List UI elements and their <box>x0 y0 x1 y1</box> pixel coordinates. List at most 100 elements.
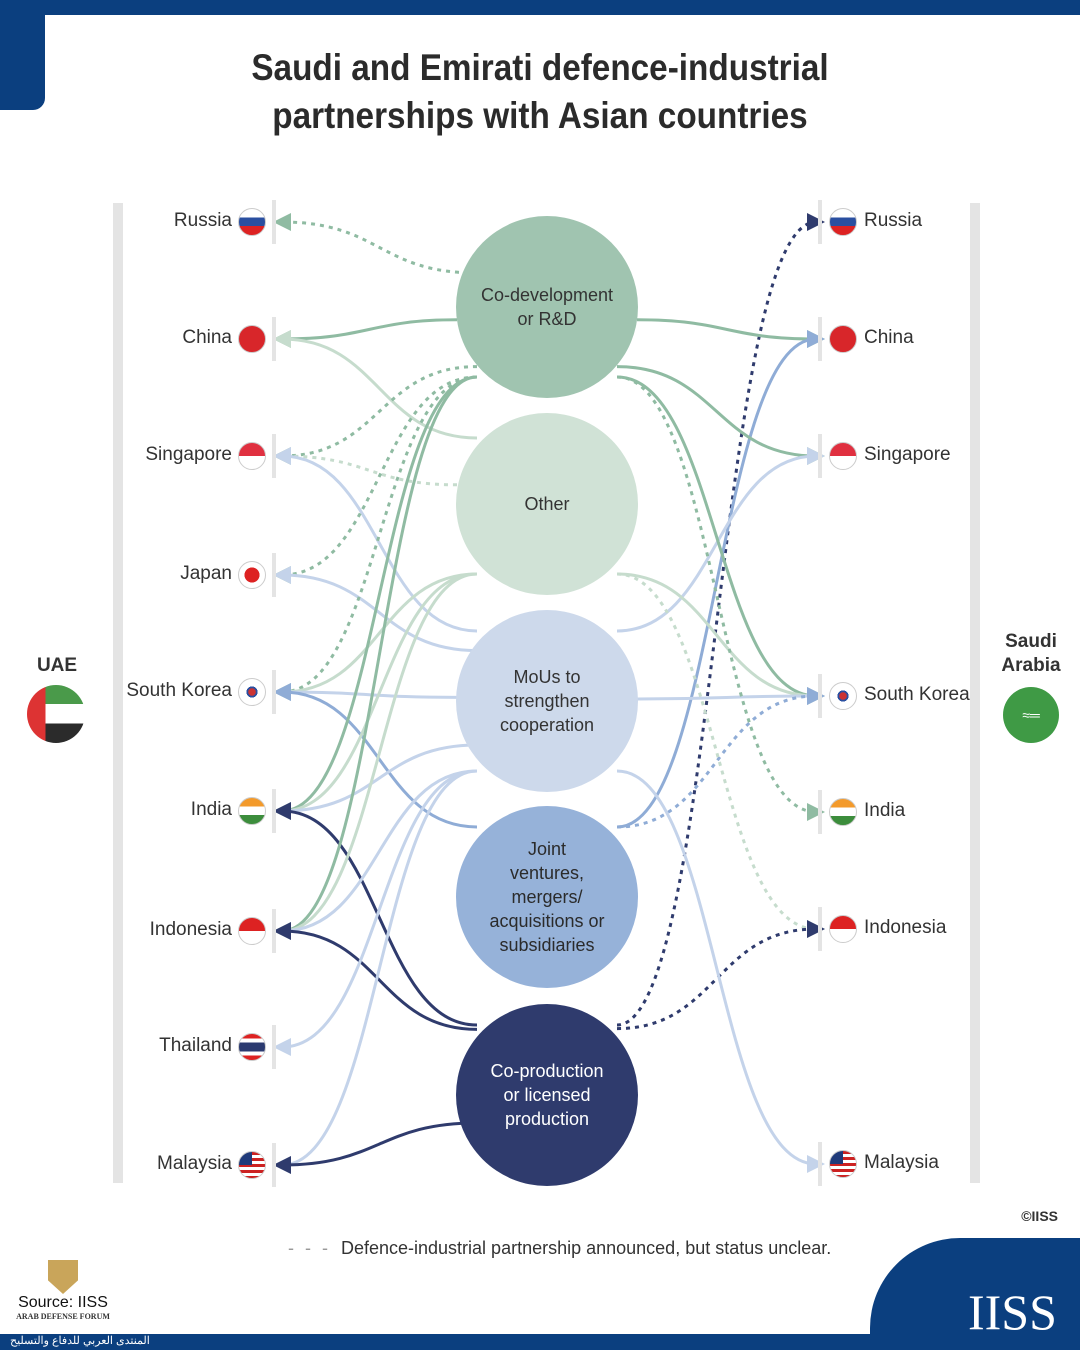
uae-singapore-label: Singapore <box>145 444 232 465</box>
uae-mous-india-link <box>273 743 478 820</box>
connector-bar <box>818 317 822 361</box>
india-flag-icon <box>829 798 857 826</box>
node-mous: MoUs to strengthen cooperation <box>456 610 638 792</box>
singapore-flag-icon <box>238 442 266 470</box>
saudi-jv-south-korea-link <box>616 687 825 829</box>
forum-name: ARAB DEFENSE FORUM <box>16 1312 110 1321</box>
legend-text: Defence-industrial partnership announced… <box>340 1238 832 1258</box>
top-bar <box>0 0 1080 15</box>
connector-bar <box>818 790 822 834</box>
uae-thailand-label: Thailand <box>159 1035 232 1056</box>
saudi-other-south-korea-link <box>616 572 825 705</box>
south-korea-flag-icon <box>829 682 857 710</box>
saudi-china-label: China <box>864 327 914 348</box>
uae-other-india-link <box>273 572 478 820</box>
uae-codev-india-link <box>273 375 478 820</box>
watermark: Source: IISS ARAB DEFENSE FORUM <box>8 1260 118 1321</box>
saudi-singapore-label: Singapore <box>864 444 951 465</box>
title-line-1: Saudi and Emirati defence-industrial <box>251 47 829 88</box>
saudi-russia-label: Russia <box>864 210 923 231</box>
uae-mous-singapore-link <box>273 447 478 633</box>
title-line-2: partnerships with Asian countries <box>272 95 808 136</box>
page-title: Saudi and Emirati defence-industrial par… <box>180 44 900 140</box>
connector-bar <box>272 434 276 478</box>
saudi-mous-singapore-link <box>616 447 825 633</box>
south-korea-flag-icon <box>238 678 266 706</box>
node-codev: Co-development or R&D <box>456 216 638 398</box>
uae-label: UAE <box>36 655 78 676</box>
connector-bar <box>818 907 822 951</box>
connector-bar <box>272 200 276 244</box>
uae-jv-south-korea-link <box>273 683 478 829</box>
uae-codev-japan-link <box>273 375 478 584</box>
connector-bar <box>818 200 822 244</box>
saudi-mous-south-korea-link <box>636 687 825 706</box>
connector-bar <box>272 553 276 597</box>
connector-bar <box>272 1143 276 1187</box>
uae-coprod-indonesia-link <box>273 922 478 1031</box>
saudi-coprod-russia-link <box>616 213 825 1027</box>
dashed-line-key: - - - <box>288 1238 331 1258</box>
connector-bar <box>272 789 276 833</box>
shield-icon <box>48 1260 78 1294</box>
saudi-south-korea-label: South Korea <box>864 684 970 705</box>
uae-rail <box>113 203 123 1183</box>
legend: - - - Defence-industrial partnership anno… <box>288 1238 831 1259</box>
iiss-logo: IISS <box>870 1238 1080 1350</box>
uae-mous-indonesia-link <box>273 769 478 940</box>
saudi-malaysia-label: Malaysia <box>864 1152 939 1173</box>
uae-codev-south-korea-link <box>273 375 478 701</box>
uae-codev-china-link <box>273 318 458 348</box>
uae-japan-label: Japan <box>180 563 232 584</box>
china-flag-icon <box>829 325 857 353</box>
node-label: Other <box>524 494 570 514</box>
node-label: Co-development or R&D <box>480 285 614 329</box>
malaysia-flag-icon <box>829 1150 857 1178</box>
node-label: MoUs to strengthen cooperation <box>499 667 595 735</box>
saudi-codev-india-link <box>616 375 825 821</box>
uae-flag-icon <box>27 685 85 743</box>
russia-flag-icon <box>238 208 266 236</box>
saudi-flag-icon: ≈═ <box>1003 687 1059 743</box>
uae-mous-malaysia-link <box>273 769 478 1174</box>
singapore-flag-icon <box>829 442 857 470</box>
saudi-codev-singapore-link <box>616 365 825 465</box>
uae-codev-indonesia-link <box>273 375 478 940</box>
connector-bar <box>818 674 822 718</box>
connector-bar <box>818 1142 822 1186</box>
japan-flag-icon <box>238 561 266 589</box>
node-jv: Joint ventures, mergers/ acquisitions or… <box>456 806 638 988</box>
saudi-other-indonesia-link <box>616 572 825 938</box>
uae-china-label: China <box>182 327 232 348</box>
russia-flag-icon <box>829 208 857 236</box>
connector-bar <box>272 670 276 714</box>
connector-bar <box>272 1025 276 1069</box>
uae-codev-singapore-link <box>273 365 478 465</box>
thailand-flag-icon <box>238 1033 266 1061</box>
saudi-codev-south-korea-link <box>616 375 825 705</box>
saudi-jv-china-link <box>616 330 825 829</box>
uae-other-indonesia-link <box>273 572 478 940</box>
connector-bar <box>818 434 822 478</box>
uae-other-singapore-link <box>273 447 458 487</box>
saudi-mous-malaysia-link <box>616 769 825 1173</box>
node-coprod: Co-production or licensed production <box>456 1004 638 1186</box>
uae-other-china-link <box>273 330 478 440</box>
node-other: Other <box>456 413 638 595</box>
uae-malaysia-label: Malaysia <box>157 1153 232 1174</box>
corner-decoration <box>0 0 45 110</box>
india-flag-icon <box>238 797 266 825</box>
uae-other-south-korea-link <box>273 572 478 701</box>
china-flag-icon <box>238 325 266 353</box>
connector-bar <box>272 317 276 361</box>
indonesia-flag-icon <box>238 917 266 945</box>
uae-mous-japan-link <box>273 566 478 653</box>
saudi-label: Saudi Arabia <box>1001 631 1061 676</box>
node-label: Joint ventures, mergers/ acquisitions or… <box>489 839 605 955</box>
uae-south-korea-label: South Korea <box>126 680 232 701</box>
saudi-indonesia-label: Indonesia <box>864 917 947 938</box>
indonesia-flag-icon <box>829 915 857 943</box>
copyright: ©IISS <box>1021 1208 1058 1224</box>
saudi-india-label: India <box>864 800 906 821</box>
